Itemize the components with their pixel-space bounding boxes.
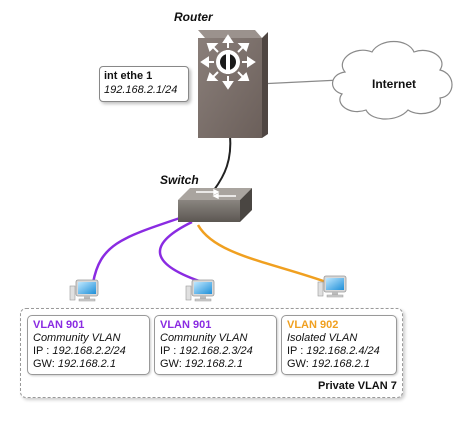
host-3-computer-icon[interactable] [317,275,347,298]
host-3-vlan-type: Isolated VLAN [287,332,358,344]
link-host-3 [196,224,330,285]
link-host-2 [158,220,206,285]
ip-label: IP : [33,345,53,357]
host-2-ip: 192.168.2.3/24 [179,345,253,357]
host-3-gw-row: GW: 192.168.2.1 [287,358,391,371]
host-1-ip-row: IP : 192.168.2.2/24 [33,345,144,358]
internet-label: Internet [372,77,417,91]
ip-label: IP : [287,345,307,357]
host-2-ip-row: IP : 192.168.2.3/24 [160,345,271,358]
host-3-vlan: VLAN 902 [287,319,339,331]
host-2-gw-row: GW: 192.168.2.1 [160,358,271,371]
router-interface-callout: int ethe 1 192.168.2.1/24 [99,66,189,102]
host-3-ip: 192.168.2.4/24 [306,345,380,357]
router-switch-link [213,134,232,191]
host-3-info: VLAN 902 Isolated VLAN IP : 192.168.2.4/… [281,315,397,375]
host-3-gw: 192.168.2.1 [311,358,370,370]
switch-title: Switch [160,173,199,187]
host-1-gw-row: GW: 192.168.2.1 [33,358,144,371]
host-1-vlan: VLAN 901 [33,319,85,331]
host-1-gw: 192.168.2.1 [57,358,116,370]
host-1-vlan-type: Community VLAN [33,332,121,344]
host-2-vlan: VLAN 901 [160,319,212,331]
host-2-vlan-type: Community VLAN [160,332,248,344]
ip-label: IP : [160,345,180,357]
interface-address: 192.168.2.1/24 [104,84,178,96]
link-host-1 [91,216,181,284]
host-1-info: VLAN 901 Community VLAN IP : 192.168.2.2… [27,315,150,375]
router-internet-link [257,79,341,85]
host-1-ip: 192.168.2.2/24 [52,345,126,357]
router-icon[interactable] [198,30,268,138]
router-title: Router [174,10,213,24]
host-3-ip-row: IP : 192.168.2.4/24 [287,345,391,358]
gw-label: GW: [287,358,312,370]
host-2-gw: 192.168.2.1 [184,358,243,370]
internet-cloud-icon [332,40,453,120]
host-2-computer-icon[interactable] [185,279,215,302]
host-1-computer-icon[interactable] [69,279,99,302]
host-2-info: VLAN 901 Community VLAN IP : 192.168.2.3… [154,315,277,375]
private-vlan-label: Private VLAN 7 [318,380,397,392]
interface-name: int ethe 1 [104,70,153,82]
gw-label: GW: [33,358,58,370]
gw-label: GW: [160,358,185,370]
switch-icon[interactable] [178,188,252,222]
